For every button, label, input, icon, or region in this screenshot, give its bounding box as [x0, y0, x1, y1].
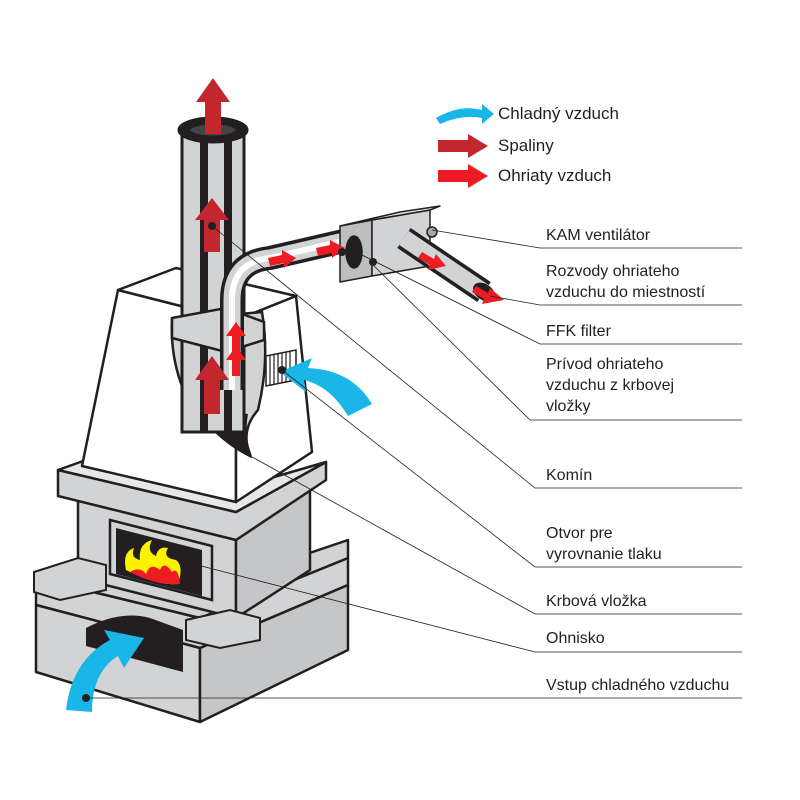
label-ffk-filter: FFK filter	[546, 323, 611, 340]
flue-gas-legend-icon	[438, 134, 488, 158]
label-distribution-2: vzduchu do miestností	[546, 284, 706, 301]
cold-air-arrow-intake	[66, 630, 144, 712]
cold-air-legend-icon	[436, 104, 494, 124]
warm-air-legend-icon	[438, 164, 488, 188]
warm-air-arrows	[226, 240, 504, 376]
fire-door	[108, 518, 214, 602]
label-chimney: Komín	[546, 467, 593, 484]
legend-flue-gas: Spaliny	[498, 136, 554, 155]
label-distribution-1: Rozvody ohriateho	[546, 263, 680, 280]
label-cold-inlet: Vstup chladného vzduchu	[546, 677, 730, 694]
hearth-shelves	[33, 556, 261, 650]
label-firebox: Ohnisko	[546, 630, 605, 647]
leader-lines	[86, 225, 742, 699]
label-kam-fan: KAM ventilátor	[546, 227, 651, 244]
legend-warm-air: Ohriaty vzduch	[498, 166, 612, 185]
label-supply-1: Prívod ohriateho	[546, 356, 664, 373]
label-supply-3: vložky	[546, 398, 591, 415]
label-pressure-1: Otvor pre	[546, 525, 613, 542]
label-supply-2: vzduchu z krbovej	[546, 377, 675, 394]
legend-cold-air: Chladný vzduch	[498, 104, 619, 123]
label-pressure-2: vyrovnanie tlaku	[546, 546, 662, 563]
leader-dots	[82, 222, 377, 702]
cold-air-arrow-grille	[280, 358, 372, 416]
label-insert: Krbová vložka	[546, 593, 647, 610]
